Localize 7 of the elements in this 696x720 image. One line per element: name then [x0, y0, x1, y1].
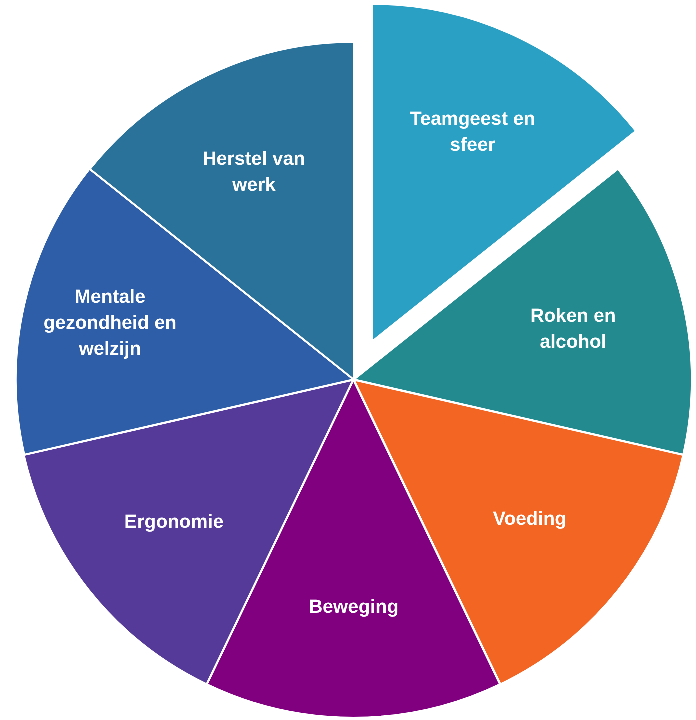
slice-label: Mentale gezondheid en welzijn: [42, 286, 178, 362]
slice-label: Beweging: [308, 596, 400, 620]
slice-label: Roken en alcohol: [530, 304, 618, 355]
slice-label: Herstel van werk: [202, 148, 306, 198]
slice-label: Voeding: [492, 508, 568, 532]
slice-label: Ergonomie: [124, 511, 225, 536]
slice-label: Teamgeest en sfeer: [409, 108, 537, 158]
